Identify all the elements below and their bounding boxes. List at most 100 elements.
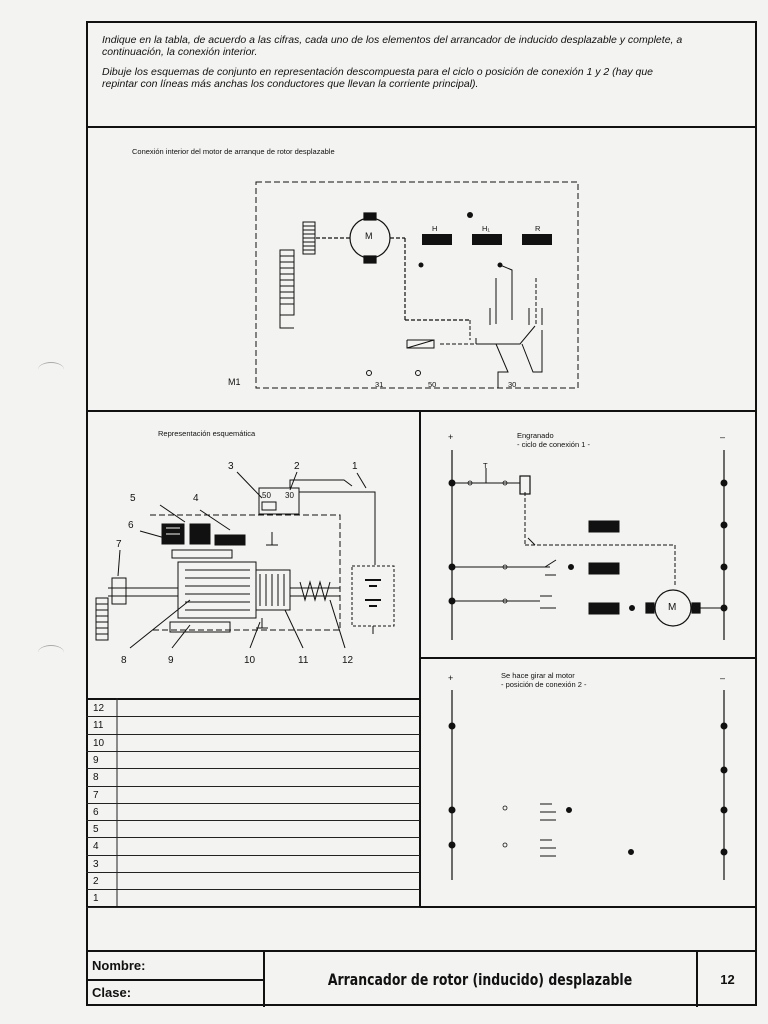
instruction-line-4: repintar con líneas más anchas los condu… bbox=[102, 78, 479, 90]
table-row-field[interactable] bbox=[117, 735, 419, 750]
binder-hole-top bbox=[38, 362, 64, 377]
circuit2-caption-1: Se hace girar al motor bbox=[501, 671, 575, 680]
circuit2-caption-2: - posición de conexión 2 - bbox=[501, 680, 587, 689]
schematic-num-4: 4 bbox=[193, 493, 199, 504]
top-pinion-gear bbox=[279, 221, 316, 329]
circuit1-plus: + bbox=[448, 432, 454, 442]
circuit2-elements bbox=[448, 722, 728, 856]
table-row-number: 9 bbox=[93, 754, 99, 766]
label-H: H bbox=[432, 224, 438, 233]
table-row-field[interactable] bbox=[117, 856, 419, 871]
nombre-label: Nombre: bbox=[92, 958, 146, 973]
schematic-caption: Representación esquemática bbox=[158, 429, 256, 438]
table-row-number: 7 bbox=[93, 789, 99, 801]
schematic-num-2: 2 bbox=[294, 461, 300, 472]
clase-label: Clase: bbox=[92, 985, 132, 1000]
circuit1-caption-1: Engranado bbox=[517, 431, 554, 440]
circuit2-rails bbox=[451, 690, 725, 880]
label-H1: H₁ bbox=[482, 224, 490, 233]
table-row-line bbox=[86, 854, 420, 856]
sheet-title: Arrancador de rotor (inducido) desplazab… bbox=[327, 970, 633, 989]
instruction-line-3: Dibuje los esquemas de conjunto en repre… bbox=[102, 66, 654, 78]
table-row-field[interactable] bbox=[117, 890, 419, 905]
schematic-num-7: 7 bbox=[116, 539, 122, 550]
table-row-number: 8 bbox=[93, 772, 99, 784]
schematic-drawing: 50 30 bbox=[95, 471, 395, 649]
circuit2-minus: – bbox=[720, 673, 726, 683]
table-row-field[interactable] bbox=[117, 752, 419, 767]
table-row-line bbox=[86, 837, 420, 839]
table-row-field[interactable] bbox=[117, 769, 419, 784]
table-row-number: 12 bbox=[93, 703, 105, 714]
schematic-num-12: 12 bbox=[342, 655, 354, 666]
circuit2-switches bbox=[540, 803, 556, 857]
table-row-line bbox=[86, 716, 420, 718]
table-row-line bbox=[86, 820, 420, 822]
top-caption: Conexión interior del motor de arranque … bbox=[132, 147, 335, 156]
svg-text:30: 30 bbox=[285, 491, 294, 500]
table-row-field[interactable] bbox=[117, 787, 419, 802]
table-row-field[interactable] bbox=[117, 873, 419, 888]
circuit1-caption-2: - ciclo de conexión 1 - bbox=[517, 440, 590, 449]
top-contacts bbox=[418, 212, 552, 268]
table-row-number: 11 bbox=[93, 720, 104, 732]
circuit1-motor-label: M bbox=[668, 602, 677, 613]
terminal-50: 50 bbox=[428, 380, 437, 389]
circuit1-minus: – bbox=[720, 432, 726, 442]
instruction-line-1: Indique en la tabla, de acuerdo a las ci… bbox=[102, 34, 683, 46]
table-row-line bbox=[86, 872, 420, 873]
circuit1-wiring bbox=[452, 468, 724, 609]
table-row-line bbox=[86, 785, 420, 787]
table-row-number: 2 bbox=[93, 876, 99, 887]
binder-hole-bottom bbox=[38, 645, 64, 660]
instruction-line-2: continuación, la conexión interior. bbox=[102, 46, 258, 58]
divider-footer-right bbox=[696, 950, 698, 1007]
schematic-num-5: 5 bbox=[130, 493, 136, 504]
circuit1-elements bbox=[448, 475, 728, 615]
table-row-line bbox=[86, 906, 420, 908]
table-row-number: 3 bbox=[93, 858, 99, 870]
top-dashed-box bbox=[255, 181, 579, 389]
table-row-number: 6 bbox=[93, 806, 99, 818]
schematic-num-10: 10 bbox=[244, 655, 256, 666]
page-number: 12 bbox=[720, 972, 735, 987]
table-row-number: 1 bbox=[93, 893, 99, 905]
schematic-num-3: 3 bbox=[228, 461, 234, 472]
circuit1-motor bbox=[645, 589, 701, 627]
schematic-num-11: 11 bbox=[298, 655, 309, 666]
table-row-line bbox=[86, 802, 420, 804]
circuit2-plus: + bbox=[448, 673, 454, 683]
page-frame bbox=[86, 21, 757, 1006]
label-R: R bbox=[535, 224, 541, 233]
divider-instructions bbox=[86, 126, 757, 128]
schematic-num-9: 9 bbox=[168, 655, 174, 666]
label-M1: M1 bbox=[228, 377, 241, 387]
table-row-field[interactable] bbox=[117, 838, 419, 853]
table-row-line bbox=[86, 889, 420, 891]
table-row-line bbox=[86, 750, 420, 752]
top-motor bbox=[316, 212, 470, 321]
table-row-number: 4 bbox=[93, 841, 99, 853]
table-row-field[interactable] bbox=[117, 717, 419, 732]
schematic-num-6: 6 bbox=[128, 520, 134, 531]
divider-circuits bbox=[419, 657, 757, 659]
divider-footer-mid bbox=[86, 979, 264, 981]
table-row-number: 5 bbox=[93, 824, 99, 836]
divider-schematic-table bbox=[86, 698, 420, 700]
table-row-field[interactable] bbox=[117, 821, 419, 836]
top-terminals bbox=[366, 370, 421, 376]
divider-middle-vertical bbox=[419, 410, 421, 907]
table-row-field[interactable] bbox=[117, 700, 419, 715]
divider-footer-left bbox=[263, 950, 265, 1007]
divider-top-section bbox=[86, 410, 757, 412]
terminal-31: 31 bbox=[375, 380, 384, 389]
top-switch-lines bbox=[406, 262, 543, 388]
table-row-line bbox=[86, 733, 420, 735]
top-motor-label: M bbox=[365, 231, 373, 241]
divider-table-bottom bbox=[86, 906, 757, 908]
table-row-line bbox=[86, 768, 420, 770]
schematic-num-8: 8 bbox=[121, 655, 127, 666]
table-row-field[interactable] bbox=[117, 804, 419, 819]
table-row-number: 10 bbox=[93, 737, 105, 749]
